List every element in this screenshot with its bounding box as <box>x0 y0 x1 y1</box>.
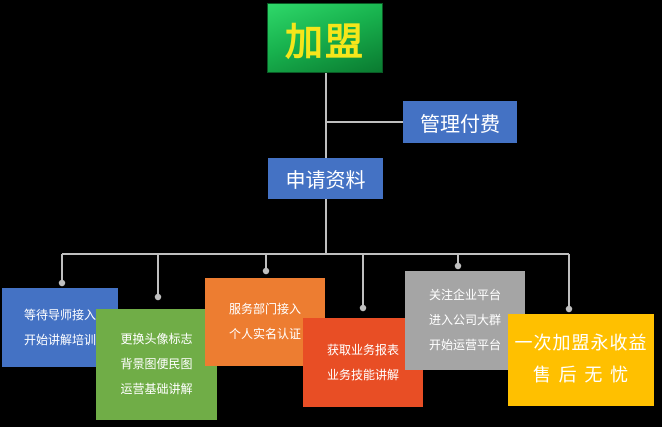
apply-node: 申请资料 <box>268 158 383 199</box>
step-1-line-2: 开始讲解培训 <box>23 332 96 347</box>
fee-label: 管理付费 <box>420 111 500 136</box>
step-1-line-1: 等待导师接入 <box>23 307 96 322</box>
drop-dot-5 <box>454 262 462 270</box>
step-node-2: 更换头像标志 背景图便民图 运营基础讲解 <box>96 309 217 420</box>
fee-node: 管理付费 <box>403 101 517 143</box>
step-5-line-2: 进入公司大群 <box>428 313 501 327</box>
drop-dot-6 <box>565 305 573 313</box>
step-3-line-2: 个人实名认证 <box>228 327 301 341</box>
root-label: 加盟 <box>284 19 365 64</box>
step-node-6: 一次加盟永收益 售 后 无 忧 <box>508 314 654 406</box>
drop-dot-2 <box>154 293 162 301</box>
step-2-line-3: 运营基础讲解 <box>120 382 193 396</box>
step-4-line-2: 业务技能讲解 <box>326 367 399 382</box>
root-node: 加盟 <box>267 3 383 73</box>
drop-dot-1 <box>58 279 66 287</box>
step-4-line-1: 获取业务报表 <box>326 342 399 357</box>
step-6-line-2: 售 后 无 忧 <box>532 365 630 386</box>
step-6-line-1: 一次加盟永收益 <box>514 333 648 354</box>
step-2-line-2: 背景图便民图 <box>120 357 193 371</box>
step-node-5: 关注企业平台 进入公司大群 开始运营平台 <box>405 271 525 370</box>
apply-label: 申请资料 <box>285 168 366 192</box>
step-node-4: 获取业务报表 业务技能讲解 <box>303 318 423 407</box>
step-5-line-1: 关注企业平台 <box>428 288 501 302</box>
step-5-line-3: 开始运营平台 <box>428 338 501 352</box>
drop-dot-3 <box>262 267 270 275</box>
drop-dot-4 <box>359 304 367 312</box>
step-3-line-1: 服务部门接入 <box>228 302 301 316</box>
step-2-line-1: 更换头像标志 <box>120 332 193 346</box>
